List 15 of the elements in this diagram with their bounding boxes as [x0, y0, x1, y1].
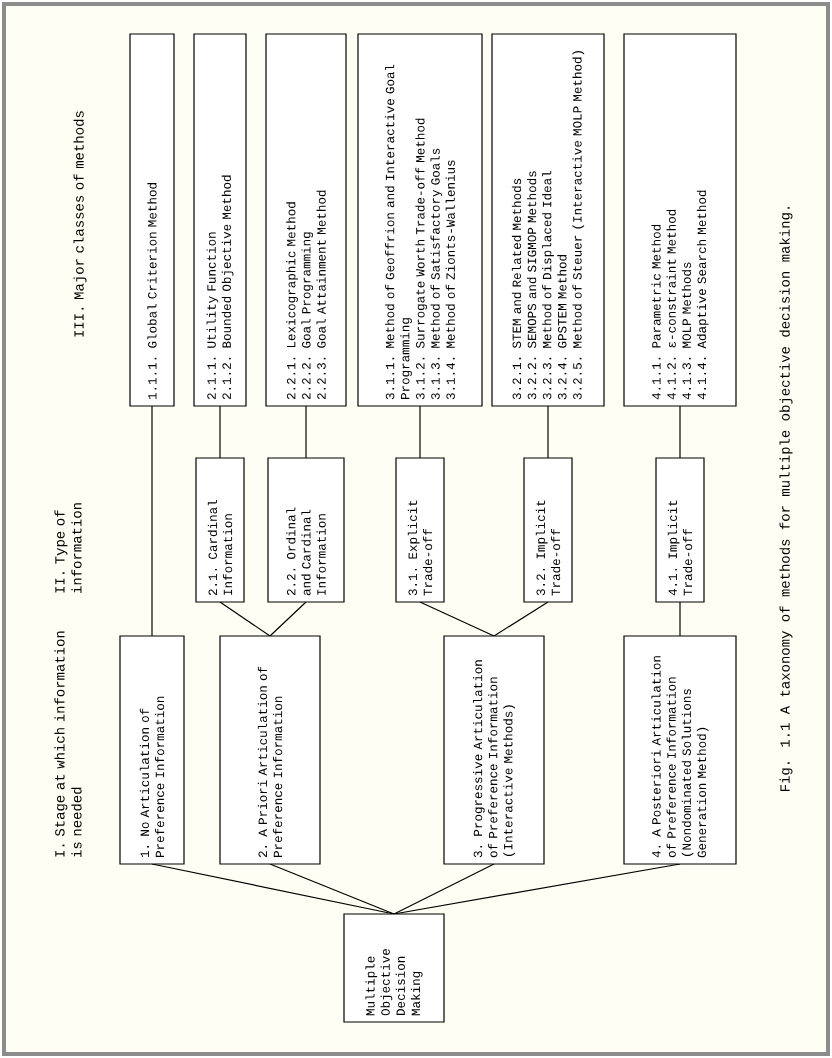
connector-line — [679, 405, 681, 459]
connector-line — [393, 863, 681, 915]
connector-line — [219, 405, 221, 459]
connector-line — [151, 863, 395, 915]
connector-line — [269, 863, 395, 915]
connector-line — [547, 405, 549, 459]
connector-line — [219, 601, 271, 637]
connector-line — [419, 601, 495, 637]
connector-line — [419, 405, 421, 459]
connector-line — [269, 601, 307, 637]
connector-line — [393, 863, 495, 915]
connector-line — [493, 601, 549, 637]
connector-line — [679, 601, 681, 637]
connector-line — [305, 405, 307, 459]
connector-line — [151, 405, 153, 637]
